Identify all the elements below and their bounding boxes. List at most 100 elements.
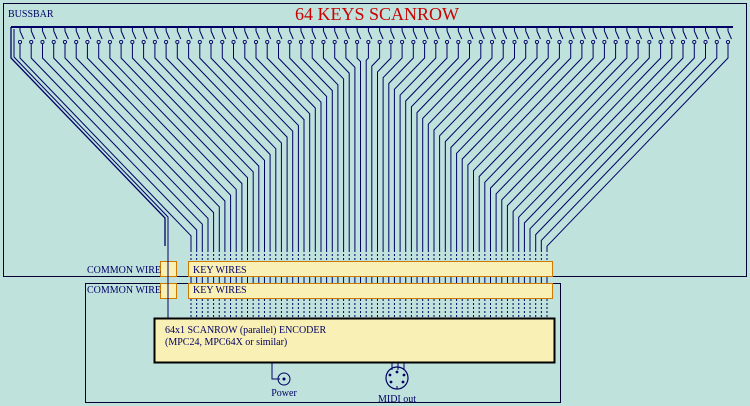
key-wire-41 <box>416 44 470 250</box>
key-wire-24 <box>278 44 322 250</box>
key-wire-47 <box>450 44 538 250</box>
key-wire-49 <box>461 44 560 250</box>
key-switch-58 <box>658 27 665 45</box>
power-jack-center <box>282 377 286 381</box>
key-switch-40 <box>456 27 463 45</box>
key-switch-16 <box>186 27 193 45</box>
key-switch-55 <box>624 27 631 45</box>
key-wire-34 <box>377 44 392 250</box>
key-wire-9 <box>109 44 237 250</box>
key-wire-35 <box>382 44 403 250</box>
key-wires-connector-top <box>188 261 553 277</box>
key-wire-11 <box>131 44 248 250</box>
key-switch-3 <box>40 27 47 45</box>
key-switch-23 <box>265 27 272 45</box>
key-switch-25 <box>287 27 294 45</box>
key-wire-59 <box>518 44 673 250</box>
key-wire-26 <box>300 44 333 250</box>
key-switch-36 <box>411 27 418 45</box>
key-wire-25 <box>289 44 328 250</box>
key-switch-14 <box>164 27 171 45</box>
key-switch-41 <box>467 27 474 45</box>
key-wire-58 <box>512 44 662 250</box>
key-wire-42 <box>422 44 482 250</box>
key-switch-17 <box>197 27 204 45</box>
key-switch-7 <box>85 27 92 45</box>
key-wire-2 <box>30 44 198 250</box>
key-wires-label-bottom: KEY WIRES <box>193 285 247 296</box>
key-wire-4 <box>53 44 209 250</box>
key-wire-43 <box>427 44 493 250</box>
key-switch-50 <box>568 27 575 45</box>
diagram-title: 64 KEYS SCANROW <box>295 4 459 24</box>
key-switch-1 <box>17 27 24 45</box>
key-switch-35 <box>400 27 407 45</box>
key-switch-64 <box>725 27 732 45</box>
key-wires-group <box>19 44 729 250</box>
key-wire-19 <box>221 44 294 250</box>
key-wire-31 <box>356 44 361 250</box>
key-wire-62 <box>535 44 706 250</box>
key-wire-14 <box>165 44 265 250</box>
connector-pins <box>190 250 548 318</box>
key-wire-40 <box>410 44 459 250</box>
bussbar-label: BUSSBAR <box>8 9 54 20</box>
key-switch-13 <box>152 27 159 45</box>
key-wire-55 <box>495 44 628 250</box>
key-wire-16 <box>188 44 277 250</box>
encoder-label-line1: 64x1 SCANROW (parallel) ENCODER <box>165 325 327 336</box>
key-switch-34 <box>388 27 395 45</box>
key-switch-28 <box>321 27 328 45</box>
key-wire-53 <box>484 44 605 250</box>
encoder-box <box>153 317 556 364</box>
key-wire-45 <box>439 44 515 250</box>
key-switch-63 <box>714 27 721 45</box>
key-switch-31 <box>355 27 362 45</box>
key-wire-51 <box>473 44 583 250</box>
common-wire-label-bottom: COMMON WIRE <box>87 285 161 296</box>
key-switch-51 <box>579 27 586 45</box>
key-switch-2 <box>29 27 36 45</box>
key-switch-45 <box>512 27 519 45</box>
key-switch-9 <box>107 27 114 45</box>
key-switch-48 <box>546 27 553 45</box>
key-switch-4 <box>51 27 58 45</box>
key-switch-12 <box>141 27 148 45</box>
key-wire-18 <box>210 44 288 250</box>
key-switch-42 <box>478 27 485 45</box>
power-jack-icon <box>277 372 291 386</box>
key-wire-3 <box>42 44 203 250</box>
key-switch-61 <box>692 27 699 45</box>
key-switch-49 <box>557 27 564 45</box>
keyboard-board-frame <box>3 3 747 277</box>
key-switches <box>17 27 732 45</box>
key-wire-8 <box>98 44 232 250</box>
key-wire-13 <box>154 44 260 250</box>
key-wire-37 <box>393 44 426 250</box>
key-switch-24 <box>276 27 283 45</box>
key-switch-20 <box>231 27 238 45</box>
key-wire-33 <box>371 44 381 250</box>
key-switch-37 <box>422 27 429 45</box>
key-switch-18 <box>208 27 216 45</box>
key-wire-5 <box>64 44 215 250</box>
key-wires-connector-bottom <box>188 283 553 299</box>
key-switch-54 <box>613 27 620 45</box>
key-switch-60 <box>680 27 688 45</box>
key-switch-32 <box>366 27 373 45</box>
encoder-label-line2: (MPC24, MPC64X or similar) <box>165 337 287 348</box>
key-wire-57 <box>506 44 650 250</box>
power-label: Power <box>271 388 297 399</box>
key-wire-12 <box>143 44 254 250</box>
key-wire-32 <box>365 44 369 250</box>
key-switch-43 <box>489 27 496 45</box>
key-switch-56 <box>636 27 643 45</box>
key-wire-29 <box>334 44 350 250</box>
key-wire-17 <box>199 44 282 250</box>
key-switch-19 <box>220 27 227 45</box>
key-switch-26 <box>298 27 305 45</box>
key-wire-7 <box>86 44 226 250</box>
key-switch-47 <box>534 27 541 45</box>
